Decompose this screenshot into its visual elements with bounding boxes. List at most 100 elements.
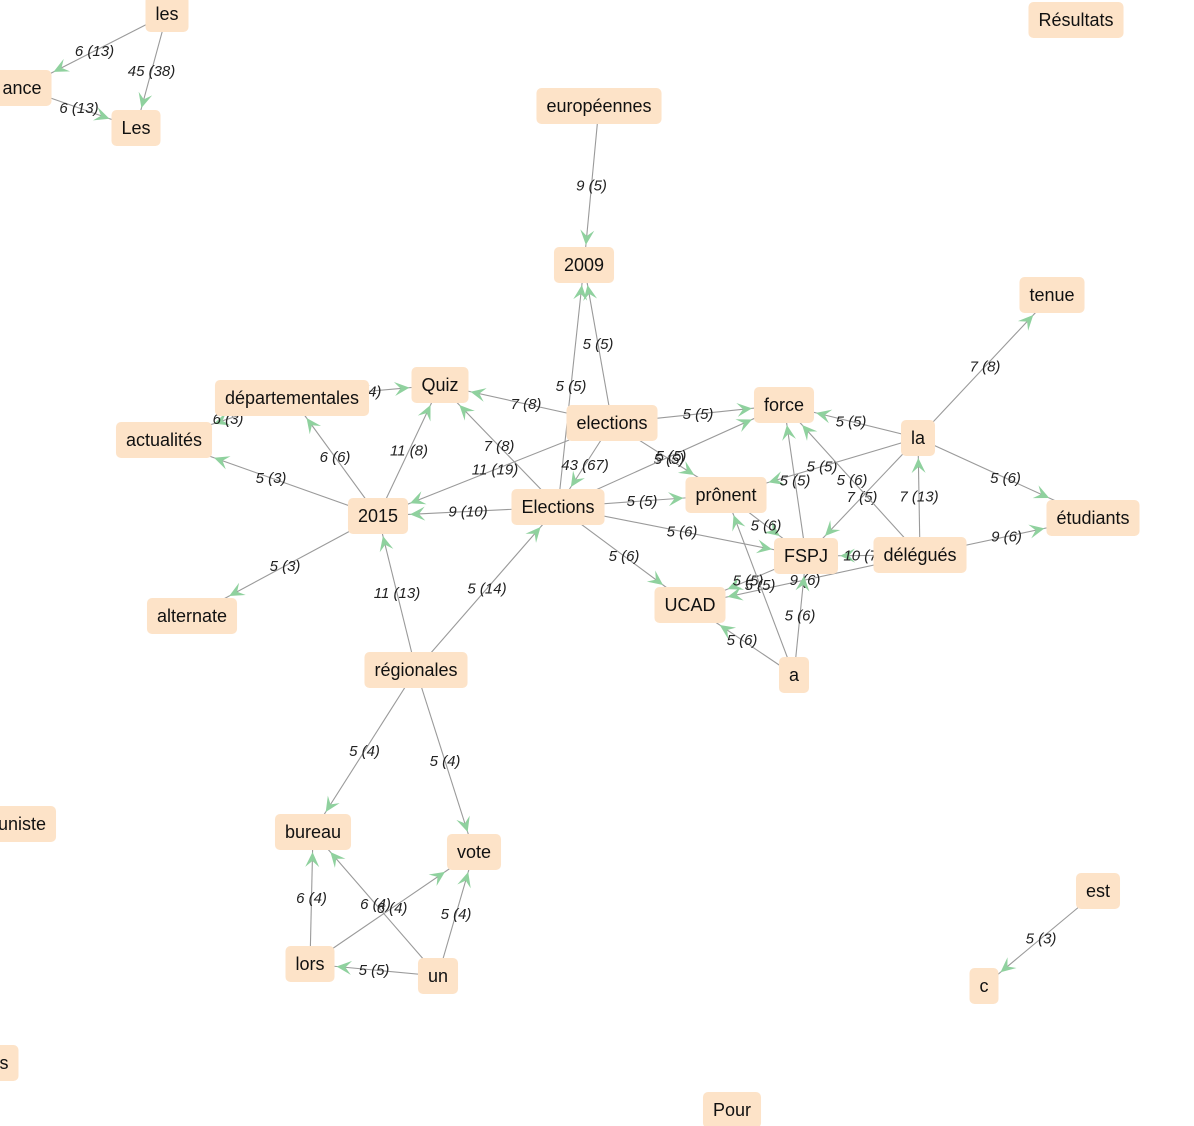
node-box[interactable] (411, 367, 469, 403)
node-quiz[interactable]: Quiz (411, 367, 469, 403)
node-elections-l[interactable]: elections (566, 405, 658, 441)
node-box[interactable] (553, 247, 615, 283)
node-a[interactable]: a (778, 657, 810, 693)
node-box[interactable] (702, 1092, 762, 1126)
node-box[interactable] (511, 489, 605, 525)
edge-label: 9 (6) (991, 529, 1022, 546)
node-elections[interactable]: Elections (511, 489, 605, 525)
node-box[interactable] (773, 538, 839, 574)
edge-n2015-to-departementales: 6 (6) (291, 397, 379, 517)
edge-les-to-les: 45 (38) (128, 13, 175, 129)
node-box[interactable] (753, 387, 815, 423)
node-box[interactable] (566, 405, 658, 441)
node-un[interactable]: un (417, 958, 459, 994)
edge-label: 9 (5) (576, 178, 607, 195)
node-box[interactable] (285, 946, 335, 982)
node-box[interactable] (347, 498, 409, 534)
edge-label: 11 (8) (390, 443, 428, 460)
node-pour[interactable]: Pour (702, 1092, 762, 1126)
node-delegues[interactable]: délégués (873, 537, 967, 573)
node-box[interactable] (417, 958, 459, 994)
node-box[interactable] (274, 814, 352, 850)
edge-line (415, 669, 475, 853)
edge-label: 5 (5) (733, 573, 764, 590)
edge-label: 5 (4) (349, 743, 380, 760)
node-n2009[interactable]: 2009 (553, 247, 615, 283)
node-s[interactable]: s (0, 1045, 19, 1081)
arrowhead-icon (570, 470, 585, 487)
node-les[interactable]: les (145, 0, 189, 32)
node-actualites[interactable]: actualités (115, 422, 213, 458)
node-alternate[interactable]: alternate (146, 598, 238, 634)
node-box[interactable] (446, 834, 502, 870)
node-label: actualités (126, 430, 202, 450)
edge-label: 9 (10) (448, 504, 487, 521)
node-box[interactable] (111, 110, 161, 146)
edge-delegues-to-la: 7 (13) (899, 437, 939, 556)
edge-lors-to-bureau: 6 (4) (296, 831, 327, 965)
node-ucad[interactable]: UCAD (654, 587, 726, 623)
arrowhead-icon (840, 548, 856, 563)
node-fspj[interactable]: FSPJ (773, 538, 839, 574)
node-tenue[interactable]: tenue (1019, 277, 1085, 313)
node-uniste[interactable]: uniste (0, 806, 57, 842)
node-label: Pour (713, 1100, 751, 1120)
node-box[interactable] (873, 537, 967, 573)
node-box[interactable] (0, 806, 57, 842)
arrowhead-icon (1028, 524, 1045, 539)
node-box[interactable] (214, 380, 370, 416)
node-n2015[interactable]: 2015 (347, 498, 409, 534)
node-les[interactable]: Les (111, 110, 161, 146)
node-box[interactable] (364, 652, 468, 688)
node-box[interactable] (685, 477, 767, 513)
arrowhead-icon (1017, 315, 1034, 331)
edge-un-to-vote: 5 (4) (437, 851, 475, 977)
node-la[interactable]: la (900, 420, 936, 456)
node-box[interactable] (0, 1045, 19, 1081)
edge-label: 7 (13) (899, 489, 938, 506)
node-box[interactable] (1028, 2, 1124, 38)
node-label: UCAD (664, 595, 715, 615)
node-box[interactable] (1019, 277, 1085, 313)
node-box[interactable] (654, 587, 726, 623)
node-departementales[interactable]: départementales (214, 380, 370, 416)
arrowhead-icon (229, 582, 246, 596)
edge-label: 6 (4) (377, 900, 408, 917)
edge-elections-l-to-n2009: 5 (5) (583, 264, 613, 424)
node-regionales[interactable]: régionales (364, 652, 468, 688)
node-box[interactable] (900, 420, 936, 456)
node-box[interactable] (778, 657, 810, 693)
node-c[interactable]: c (969, 968, 999, 1004)
node-box[interactable] (115, 422, 213, 458)
edge-label: 5 (5) (836, 414, 867, 431)
node-ance[interactable]: ance (0, 70, 52, 106)
node-box[interactable] (969, 968, 999, 1004)
node-resultats[interactable]: Résultats (1028, 2, 1124, 38)
node-box[interactable] (0, 70, 52, 106)
edge-label: 6 (4) (360, 896, 391, 913)
node-box[interactable] (536, 88, 662, 124)
node-bureau[interactable]: bureau (274, 814, 352, 850)
edge-fspj-to-force: 5 (5) (780, 404, 810, 557)
node-lors[interactable]: lors (285, 946, 335, 982)
arrowhead-icon (719, 625, 737, 640)
node-pronent[interactable]: prônent (685, 477, 767, 513)
node-label: vote (457, 842, 491, 862)
arrowhead-icon (911, 458, 926, 474)
arrowhead-icon (1032, 485, 1050, 499)
node-box[interactable] (145, 0, 189, 32)
arrowhead-icon (456, 815, 470, 832)
arrowhead-icon (410, 491, 427, 505)
arrowhead-icon (768, 471, 785, 485)
node-box[interactable] (1046, 500, 1140, 536)
node-box[interactable] (1075, 873, 1121, 909)
node-force[interactable]: force (753, 387, 815, 423)
node-vote[interactable]: vote (446, 834, 502, 870)
node-europeennes[interactable]: européennes (536, 88, 662, 124)
node-label: force (764, 395, 804, 415)
node-etudiants[interactable]: étudiants (1046, 500, 1140, 536)
edge-label: 5 (6) (609, 548, 640, 565)
node-box[interactable] (146, 598, 238, 634)
node-est[interactable]: est (1075, 873, 1121, 909)
